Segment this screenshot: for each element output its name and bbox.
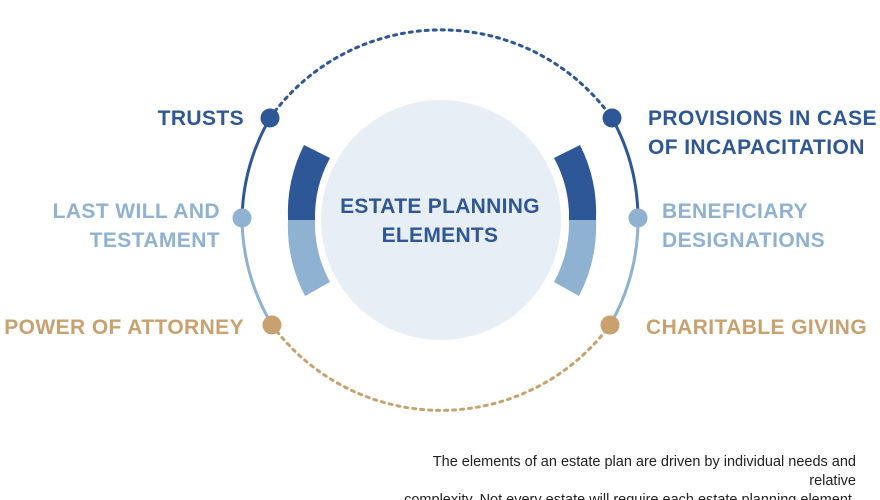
- label-incapacitation-line1: PROVISIONS IN CASE: [648, 107, 877, 130]
- footnote-line2: complexity. Not every estate will requir…: [404, 492, 856, 500]
- inner-arc-left-light: [287, 220, 330, 296]
- label-last-will-line2: TESTAMENT: [89, 229, 220, 252]
- label-last-will: LAST WILL AND TESTAMENT: [53, 197, 220, 255]
- ring-left-upper: [240, 117, 272, 219]
- node-last-will: [232, 208, 252, 228]
- center-title-line2: ELEMENTS: [381, 224, 499, 247]
- node-trusts: [260, 108, 280, 128]
- ring-bottom-dotted: [270, 323, 612, 412]
- node-charitable-giving: [600, 315, 620, 335]
- label-last-will-line1: LAST WILL AND: [52, 200, 220, 223]
- label-trusts: TRUSTS: [158, 104, 244, 133]
- node-beneficiary: [628, 208, 648, 228]
- label-trusts-text: TRUSTS: [157, 107, 244, 130]
- label-power-of-attorney-text: POWER OF ATTORNEY: [4, 316, 244, 339]
- inner-arc-left-dark: [287, 145, 330, 220]
- inner-arc-right-light: [554, 220, 597, 296]
- label-incapacitation-line2: OF INCAPACITATION: [648, 136, 865, 159]
- label-beneficiary: BENEFICIARY DESIGNATIONS: [662, 197, 825, 255]
- label-power-of-attorney: POWER OF ATTORNEY: [4, 313, 244, 342]
- ring-left-lower: [240, 217, 274, 326]
- footnote: The elements of an estate plan are drive…: [386, 453, 856, 500]
- ring-right-upper: [610, 117, 640, 219]
- ring-top-dotted: [268, 28, 614, 120]
- label-charitable-giving-text: CHARITABLE GIVING: [646, 316, 868, 339]
- center-title-line1: ESTATE PLANNING: [340, 195, 540, 218]
- footnote-line1: The elements of an estate plan are drive…: [432, 454, 856, 489]
- ring-right-lower: [608, 217, 640, 326]
- label-beneficiary-line2: DESIGNATIONS: [662, 229, 826, 252]
- label-beneficiary-line1: BENEFICIARY: [662, 200, 808, 223]
- label-charitable-giving: CHARITABLE GIVING: [646, 313, 867, 342]
- inner-arc-right-dark: [554, 145, 597, 220]
- center-title: ESTATE PLANNING ELEMENTS: [320, 192, 560, 250]
- label-incapacitation: PROVISIONS IN CASE OF INCAPACITATION: [648, 104, 877, 162]
- node-incapacitation: [602, 108, 622, 128]
- center-circle: [321, 100, 561, 340]
- node-power-of-attorney: [262, 315, 282, 335]
